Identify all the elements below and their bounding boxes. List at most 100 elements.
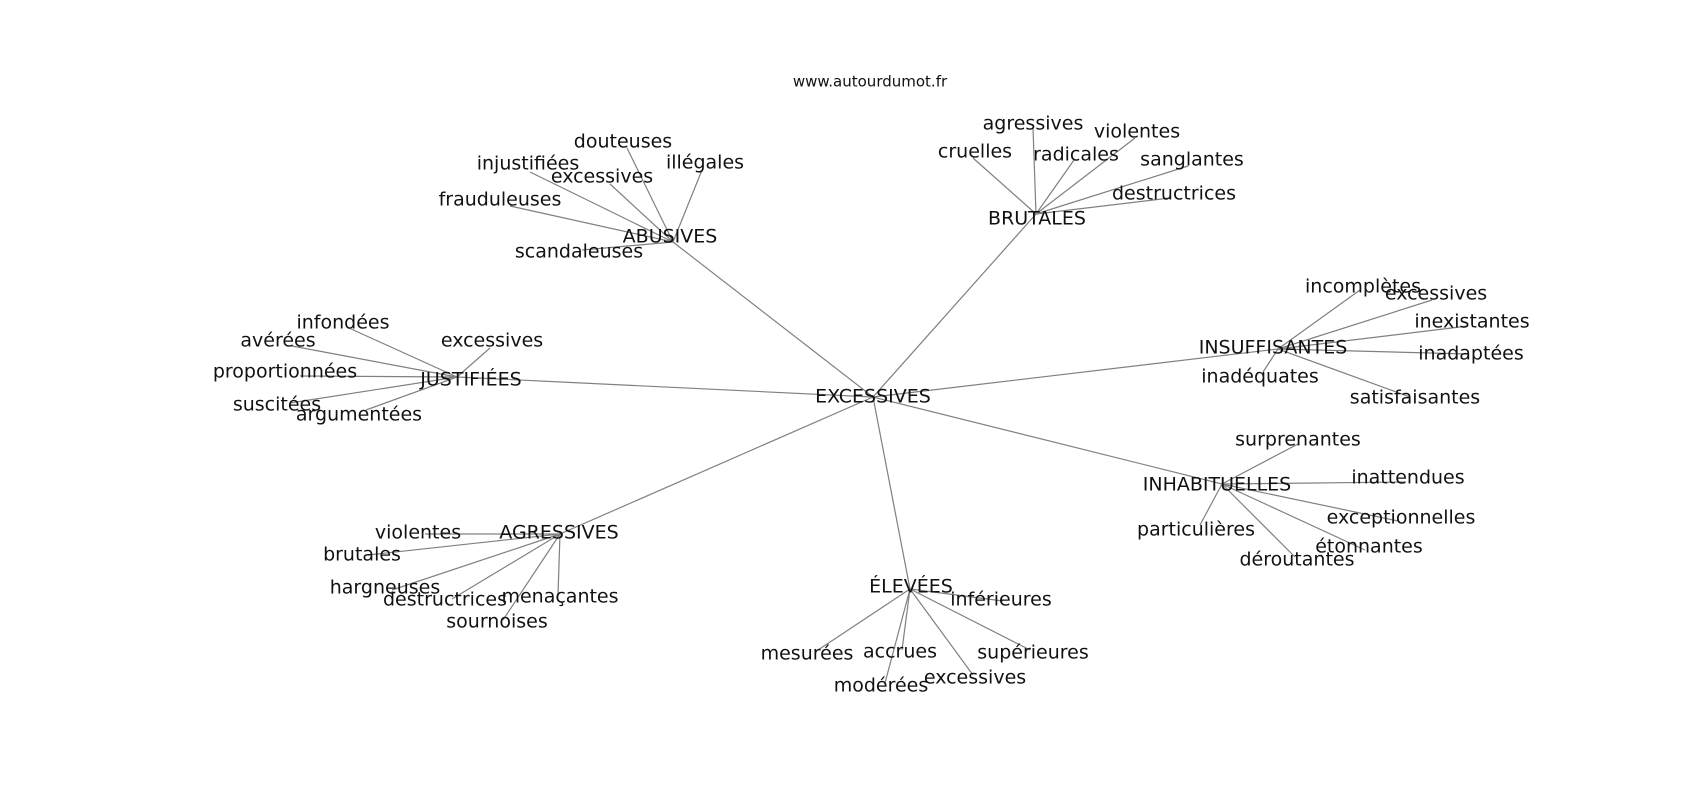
leaf-node-label: surprenantes <box>1235 429 1361 451</box>
leaf-node-label: incomplètes <box>1305 276 1421 298</box>
leaf-node-label: proportionnées <box>213 361 357 383</box>
leaf-node-label: illégales <box>666 152 744 174</box>
edge-cluster-2-leaf-3 <box>299 375 458 378</box>
leaf-node-label: destructrices <box>1112 183 1236 205</box>
leaf-node-label: sournoises <box>446 611 547 633</box>
leaf-node-label: modérées <box>834 675 929 697</box>
leaf-node-label: frauduleuses <box>439 189 562 211</box>
leaf-node-label: sanglantes <box>1140 149 1244 171</box>
leaf-node-label: cruelles <box>938 141 1012 163</box>
leaf-node-label: excessives <box>924 667 1026 689</box>
cluster-node-label: INHABITUELLES <box>1143 474 1292 496</box>
edge-cluster-5-leaf-5 <box>502 533 561 621</box>
leaf-node-label: suscitées <box>233 394 321 416</box>
edge-cluster-3-leaf-0 <box>1277 289 1361 350</box>
edge-cluster-0-leaf-0 <box>626 147 674 243</box>
edge-cluster-6-leaf-0 <box>909 588 1004 602</box>
edge-center-to-3 <box>872 348 1279 398</box>
cluster-node-label: BRUTALES <box>988 208 1086 230</box>
leaf-node-label: mesurées <box>761 643 854 665</box>
edge-center-to-5 <box>559 396 874 535</box>
edge-cluster-3-leaf-3 <box>1277 348 1469 355</box>
leaf-node-label: étonnantes <box>1315 536 1423 558</box>
edge-cluster-4-leaf-3 <box>1199 483 1223 526</box>
edge-cluster-5-leaf-1 <box>367 533 561 556</box>
leaf-node-label: inexistantes <box>1414 311 1529 333</box>
edge-cluster-1-leaf-3 <box>1035 159 1075 215</box>
leaf-node-label: douteuses <box>574 131 672 153</box>
edge-cluster-2-leaf-1 <box>291 345 458 378</box>
leaf-node-label: agressives <box>983 113 1084 135</box>
edge-cluster-3-leaf-5 <box>1277 348 1411 398</box>
leaf-node-label: déroutantes <box>1240 549 1355 571</box>
leaf-node-label: particulières <box>1137 519 1255 541</box>
edge-cluster-6-leaf-2 <box>901 588 911 651</box>
leaf-node-label: avérées <box>240 330 315 352</box>
edge-cluster-0-leaf-4 <box>509 205 674 243</box>
labels-layer: www.autourdumot.fr EXCESSIVES ABUSIVES do… <box>213 73 1530 697</box>
edge-cluster-6-leaf-1 <box>814 588 911 653</box>
edge-cluster-4-leaf-4 <box>1221 483 1366 551</box>
edge-cluster-1-leaf-0 <box>1032 127 1037 215</box>
leaf-node-label: inadaptées <box>1418 343 1523 365</box>
leaf-node-label: destructrices <box>383 589 507 611</box>
edge-center-to-1 <box>872 213 1037 398</box>
edge-cluster-1-leaf-1 <box>1035 137 1136 215</box>
edge-cluster-3-leaf-1 <box>1277 299 1433 350</box>
leaf-node-label: inattendues <box>1351 467 1464 489</box>
edge-cluster-0-leaf-2 <box>672 169 703 243</box>
edge-cluster-0-leaf-1 <box>529 171 674 243</box>
edge-cluster-4-leaf-5 <box>1221 483 1296 558</box>
leaf-node-label: supérieures <box>977 642 1089 664</box>
cluster-node-label: AGRESSIVES <box>499 522 618 544</box>
edge-cluster-4-leaf-0 <box>1221 443 1299 485</box>
leaf-node-label: brutales <box>323 544 401 566</box>
edge-cluster-0-leaf-5 <box>581 241 674 251</box>
leaf-node-label: excessives <box>551 166 653 188</box>
edge-cluster-5-leaf-2 <box>391 533 561 591</box>
leaf-node-label: excessives <box>441 330 543 352</box>
leaf-node-label: violentes <box>1094 121 1180 143</box>
edge-cluster-2-leaf-2 <box>456 347 491 378</box>
leaf-node-label: injustifiées <box>477 153 580 175</box>
edge-cluster-4-leaf-1 <box>1221 481 1406 485</box>
edge-cluster-3-leaf-4 <box>1262 348 1279 373</box>
center-node-label: EXCESSIVES <box>815 386 931 408</box>
edge-center-to-0 <box>672 241 874 398</box>
leaf-node-label: inadéquates <box>1201 366 1319 388</box>
edge-center-to-6 <box>872 396 911 590</box>
cluster-node-label: JUSTIFIÉES <box>419 368 521 391</box>
leaf-node-label: infondées <box>296 312 389 334</box>
cluster-node-label: ABUSIVES <box>623 226 718 248</box>
edge-cluster-5-leaf-3 <box>451 533 561 600</box>
leaf-node-label: scandaleuses <box>515 241 643 263</box>
site-url: www.autourdumot.fr <box>793 73 948 91</box>
leaf-node-label: menaçantes <box>501 586 618 608</box>
cluster-node-label: ÉLEVÉES <box>869 575 953 598</box>
leaf-node-label: excessives <box>1385 283 1487 305</box>
edges-layer <box>289 127 1469 684</box>
edge-cluster-2-leaf-0 <box>348 327 458 378</box>
edge-cluster-4-leaf-2 <box>1221 483 1399 522</box>
edge-center-to-2 <box>456 376 874 398</box>
edge-cluster-3-leaf-2 <box>1277 325 1469 350</box>
leaf-node-label: hargneuses <box>330 577 440 599</box>
leaf-node-label: violentes <box>375 522 461 544</box>
edge-cluster-1-leaf-2 <box>972 157 1037 215</box>
edge-cluster-2-leaf-5 <box>365 376 458 411</box>
edge-cluster-6-leaf-3 <box>909 588 1031 651</box>
leaf-node-label: radicales <box>1033 144 1119 166</box>
cluster-node-label: INSUFFISANTES <box>1199 337 1348 359</box>
edge-cluster-0-leaf-3 <box>609 183 674 243</box>
edge-cluster-6-leaf-5 <box>909 588 974 676</box>
edge-cluster-5-leaf-4 <box>557 533 561 596</box>
leaf-node-label: exceptionnelles <box>1327 507 1476 529</box>
edge-cluster-2-leaf-4 <box>289 376 458 404</box>
leaf-node-label: argumentées <box>296 404 422 426</box>
leaf-node-label: inférieures <box>950 589 1052 611</box>
leaf-node-label: satisfaisantes <box>1350 387 1480 409</box>
edge-cluster-1-leaf-5 <box>1035 197 1171 215</box>
edge-cluster-6-leaf-4 <box>884 588 911 684</box>
